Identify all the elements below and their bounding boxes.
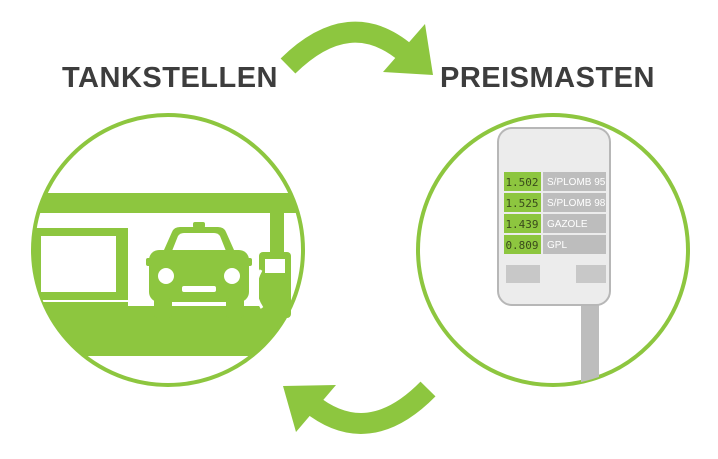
preismasten-label: PREISMASTEN xyxy=(440,62,655,94)
fuel-pump-icon xyxy=(254,252,291,318)
price-value: 0.809 xyxy=(505,239,538,252)
price-row: 1.502 S/PLOMB 95 xyxy=(504,172,606,191)
fuel-label: S/PLOMB 98 xyxy=(547,198,606,209)
price-row: 0.809 GPL xyxy=(504,235,606,254)
price-row: 1.439 GAZOLE xyxy=(504,214,606,233)
price-board: 1.502 S/PLOMB 95 1.525 S/PLOMB 98 1.439 … xyxy=(504,172,606,254)
curved-arrow-right-icon xyxy=(280,21,433,75)
price-value: 1.502 xyxy=(505,176,538,189)
tankstellen-label: TANKSTELLEN xyxy=(62,62,279,94)
car-icon xyxy=(146,222,252,318)
price-value: 1.439 xyxy=(505,218,538,231)
curved-arrow-left-icon xyxy=(283,381,436,434)
gas-station-icon xyxy=(33,193,303,356)
fuel-label: GPL xyxy=(547,240,567,251)
fuel-label: S/PLOMB 95 xyxy=(547,177,606,188)
price-row: 1.525 S/PLOMB 98 xyxy=(504,193,606,212)
price-value: 1.525 xyxy=(505,197,538,210)
fuel-label: GAZOLE xyxy=(547,219,588,230)
